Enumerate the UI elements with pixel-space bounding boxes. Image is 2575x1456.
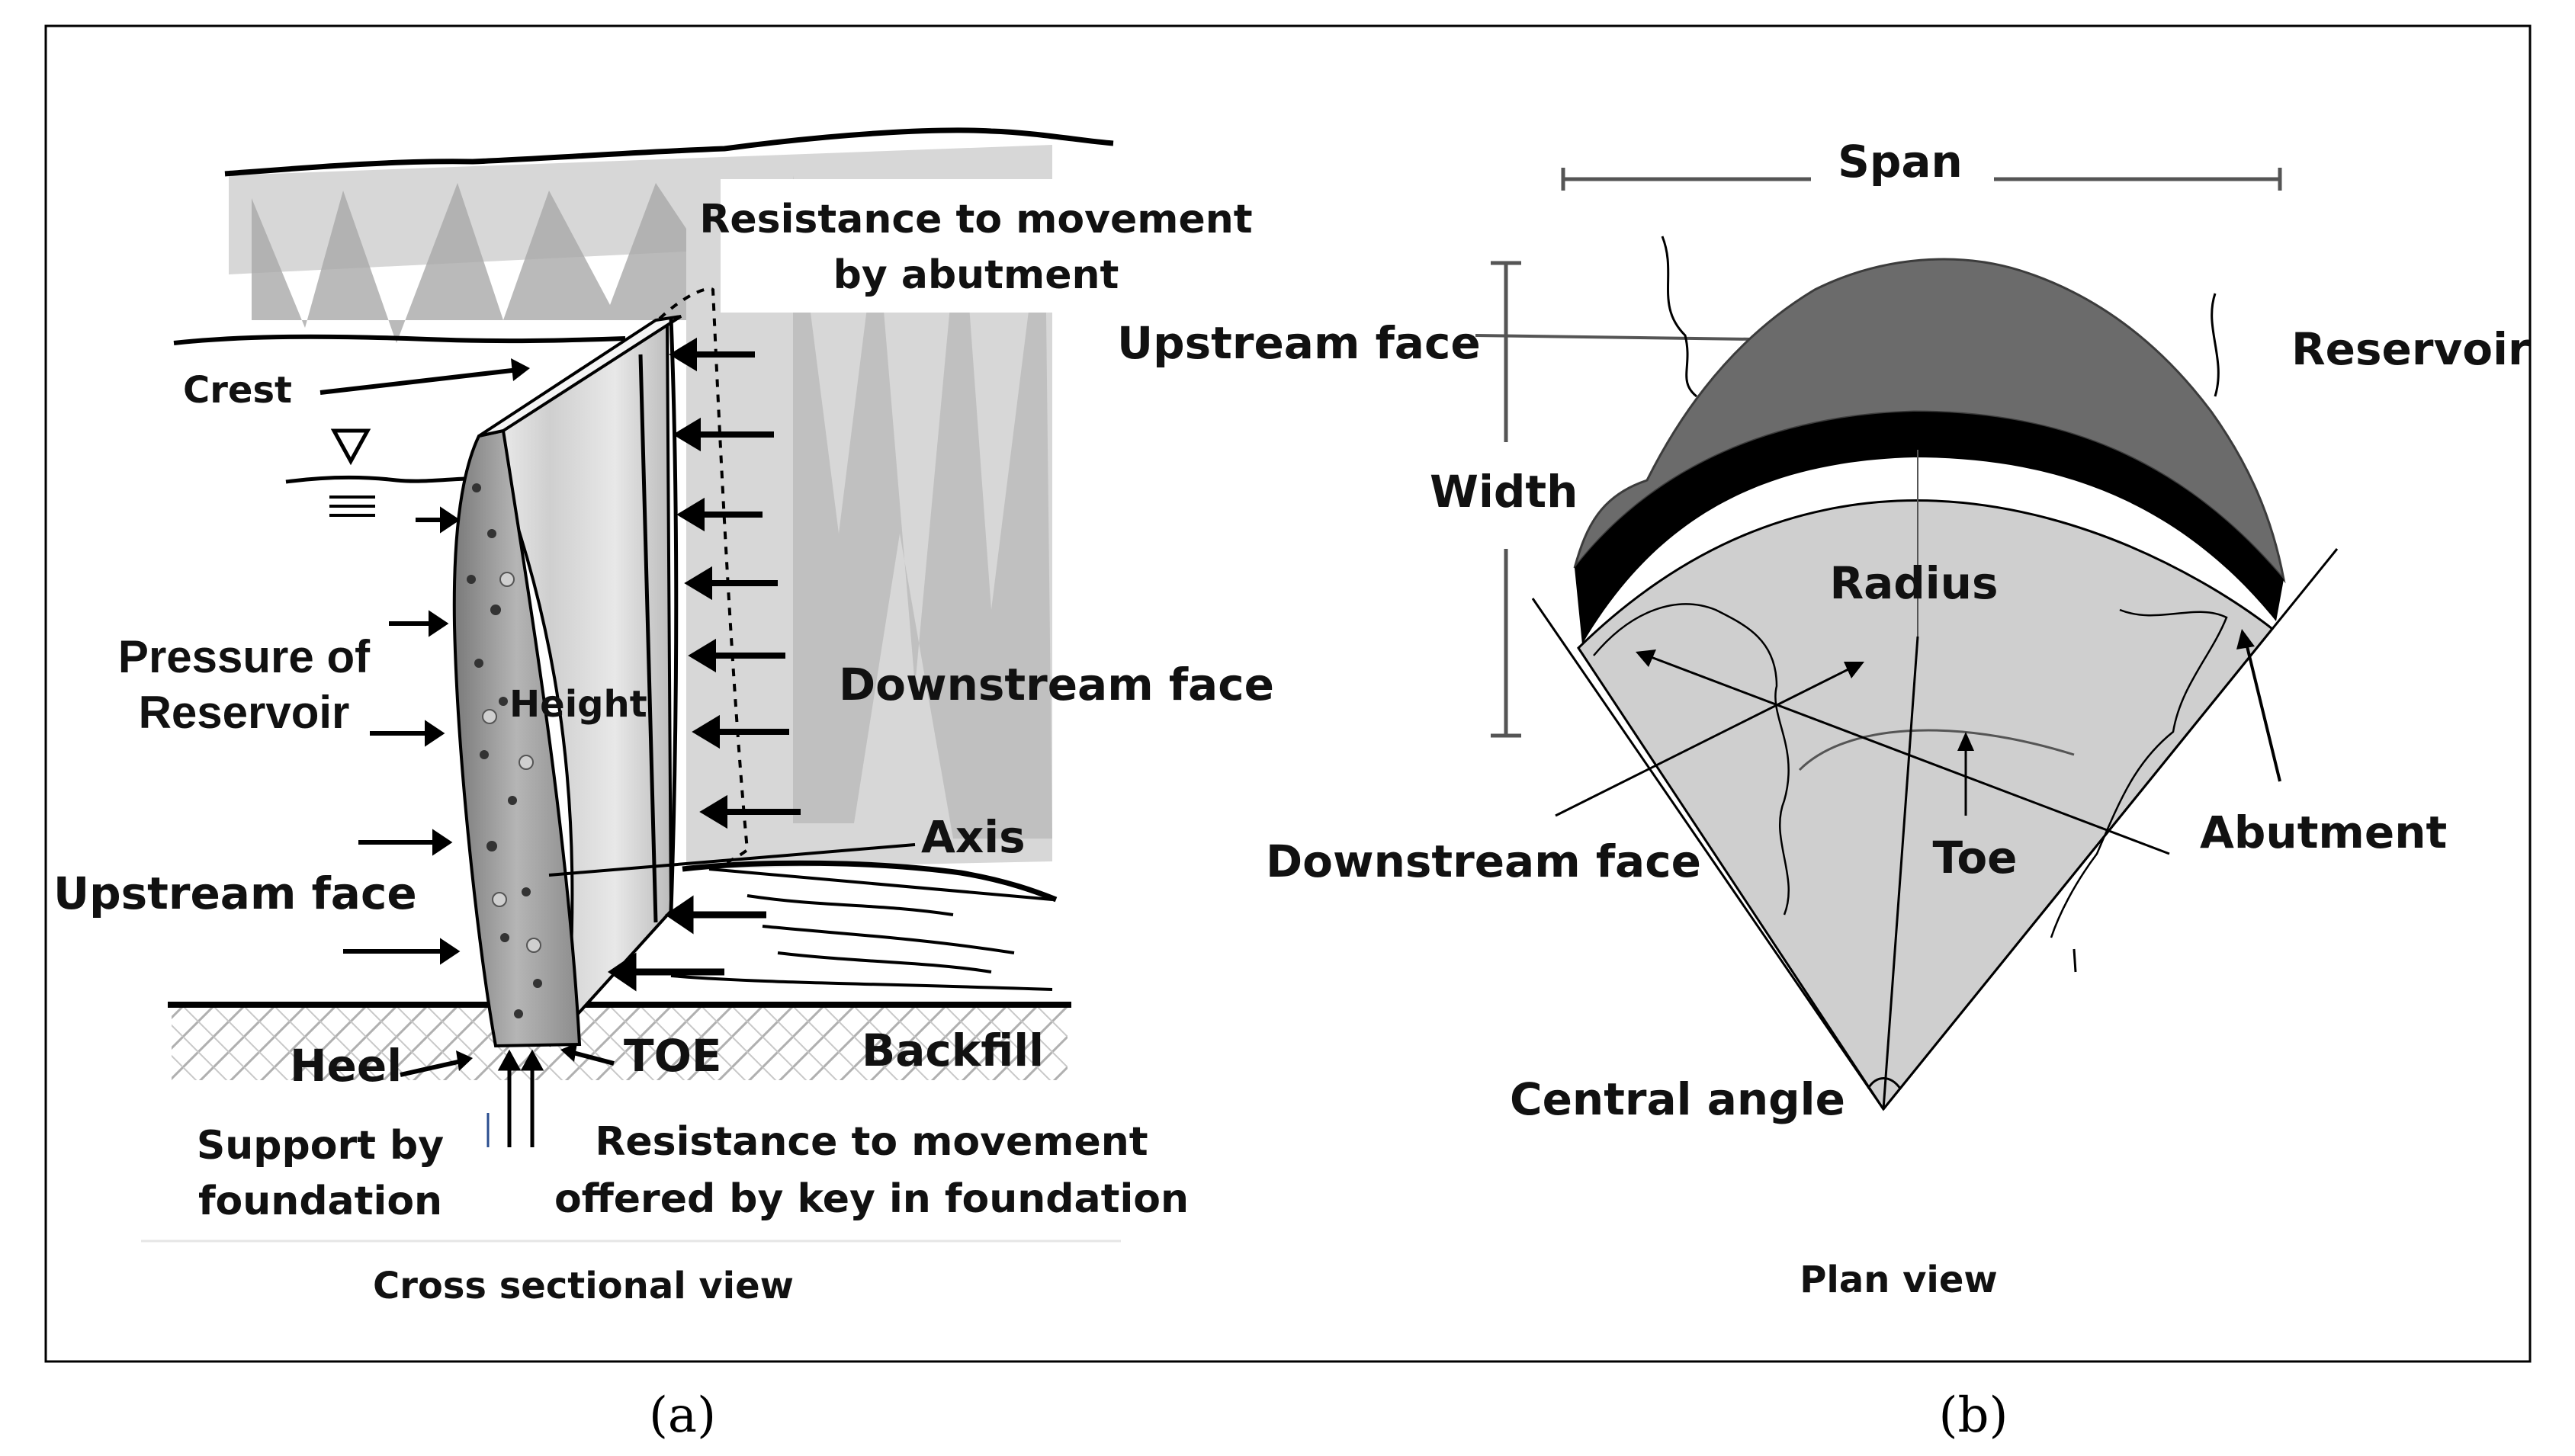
downstream-ground-line xyxy=(682,860,1058,903)
water-level-symbol xyxy=(330,428,371,466)
label-width: Width xyxy=(1430,466,1578,518)
label-resistance-key-line2: offered by key in foundation xyxy=(554,1176,1189,1222)
cross-arrow-downstream xyxy=(1555,665,1854,817)
central-angle-sector xyxy=(1577,499,2275,1111)
label-pressure-line1: Pressure of xyxy=(118,631,371,682)
backfill-strokes xyxy=(670,868,1053,991)
label-height: Height xyxy=(509,683,647,726)
canyon-rock-streaks xyxy=(252,183,686,343)
reservoir-dome xyxy=(1573,258,2286,584)
crest-pointer-arrow xyxy=(319,367,519,395)
central-angle-arc xyxy=(1867,1077,1902,1089)
rock-crack-right xyxy=(2211,293,2220,397)
dam-axis-line xyxy=(638,354,658,923)
radius-line xyxy=(1882,636,1919,1110)
dam-crest xyxy=(477,315,682,438)
label-resistance-abutment-line1: Resistance to movement xyxy=(699,197,1252,242)
foundation-support-arrows xyxy=(486,1049,544,1147)
dam-upstream-strip xyxy=(452,428,582,1048)
label-radius: Radius xyxy=(1829,557,1998,609)
label-central-angle: Central angle xyxy=(1510,1073,1845,1125)
foundation-hatch xyxy=(172,1008,1068,1080)
label-support-line1: Support by xyxy=(197,1123,444,1169)
label-toe-b: Toe xyxy=(1932,832,2017,884)
water-level-line xyxy=(285,475,489,484)
crest-ridge-line xyxy=(173,334,626,345)
toe-arc xyxy=(1798,729,2075,771)
label-span: Span xyxy=(1838,136,1963,188)
upstream-face-leader xyxy=(1475,334,1755,341)
dam-downstream-edge xyxy=(669,318,679,912)
label-axis: Axis xyxy=(921,811,1026,863)
label-upstream-face-a: Upstream face xyxy=(53,868,417,919)
abutment-resistance-arrows xyxy=(669,337,801,829)
arch-band xyxy=(1575,412,2284,644)
label-heel: Heel xyxy=(290,1040,402,1092)
right-rock-streaks xyxy=(793,175,1052,839)
concrete-aggregate-dots xyxy=(467,483,542,1018)
label-crest: Crest xyxy=(183,369,292,412)
sector-cracks xyxy=(1593,603,2228,938)
rock-crack-left xyxy=(1661,236,1697,398)
label-abutment: Abutment xyxy=(2200,807,2447,858)
bottom-right-tick xyxy=(2073,948,2077,973)
top-ridge-line xyxy=(224,127,1114,177)
label-toe-a: TOE xyxy=(624,1030,722,1082)
caption-b: (b) xyxy=(1939,1387,2008,1444)
label-resistance-abutment-line2: by abutment xyxy=(833,252,1119,298)
water-level-dashes xyxy=(329,495,375,517)
caption-a: (a) xyxy=(649,1387,716,1444)
width-dimension-line xyxy=(1491,261,1521,738)
label-downstream-face-b: Downstream face xyxy=(1266,835,1701,887)
toe-pointer-arrow xyxy=(570,1050,615,1066)
sector-edge-left xyxy=(1531,598,1885,1110)
panel-a-view-title: Cross sectional view xyxy=(373,1265,794,1307)
heel-pointer-arrow xyxy=(400,1059,462,1077)
panel-b-plan-view: Span Upstream face Reservoir Width Radiu… xyxy=(1117,136,2530,1301)
label-resistance-key-line1: Resistance to movement xyxy=(595,1119,1148,1165)
label-support-line2: foundation xyxy=(198,1179,442,1224)
cross-arrow-abutment xyxy=(1646,654,2170,855)
sector-edge-right xyxy=(1882,548,2339,1110)
axis-pointer-line xyxy=(548,843,916,877)
panel-b-view-title: Plan view xyxy=(1800,1259,1998,1301)
resistance-abutment-label-bg xyxy=(721,179,1209,313)
label-reservoir: Reservoir xyxy=(2291,323,2530,375)
label-downstream-face: Downstream face xyxy=(839,659,1274,710)
label-pressure-line2: Reservoir xyxy=(139,687,350,738)
abutment-pointer xyxy=(2244,640,2281,782)
key-resistance-arrows xyxy=(607,895,766,992)
span-dimension-line xyxy=(1561,168,2282,191)
figure-frame xyxy=(44,24,2532,1363)
label-upstream-face-b: Upstream face xyxy=(1117,317,1481,369)
dam-dashed-outline xyxy=(658,287,750,871)
reservoir-pressure-arrows xyxy=(343,506,461,965)
panel-a-cross-section: Resistance to movement by abutment Crest… xyxy=(53,127,1274,1307)
label-backfill: Backfill xyxy=(862,1025,1044,1076)
